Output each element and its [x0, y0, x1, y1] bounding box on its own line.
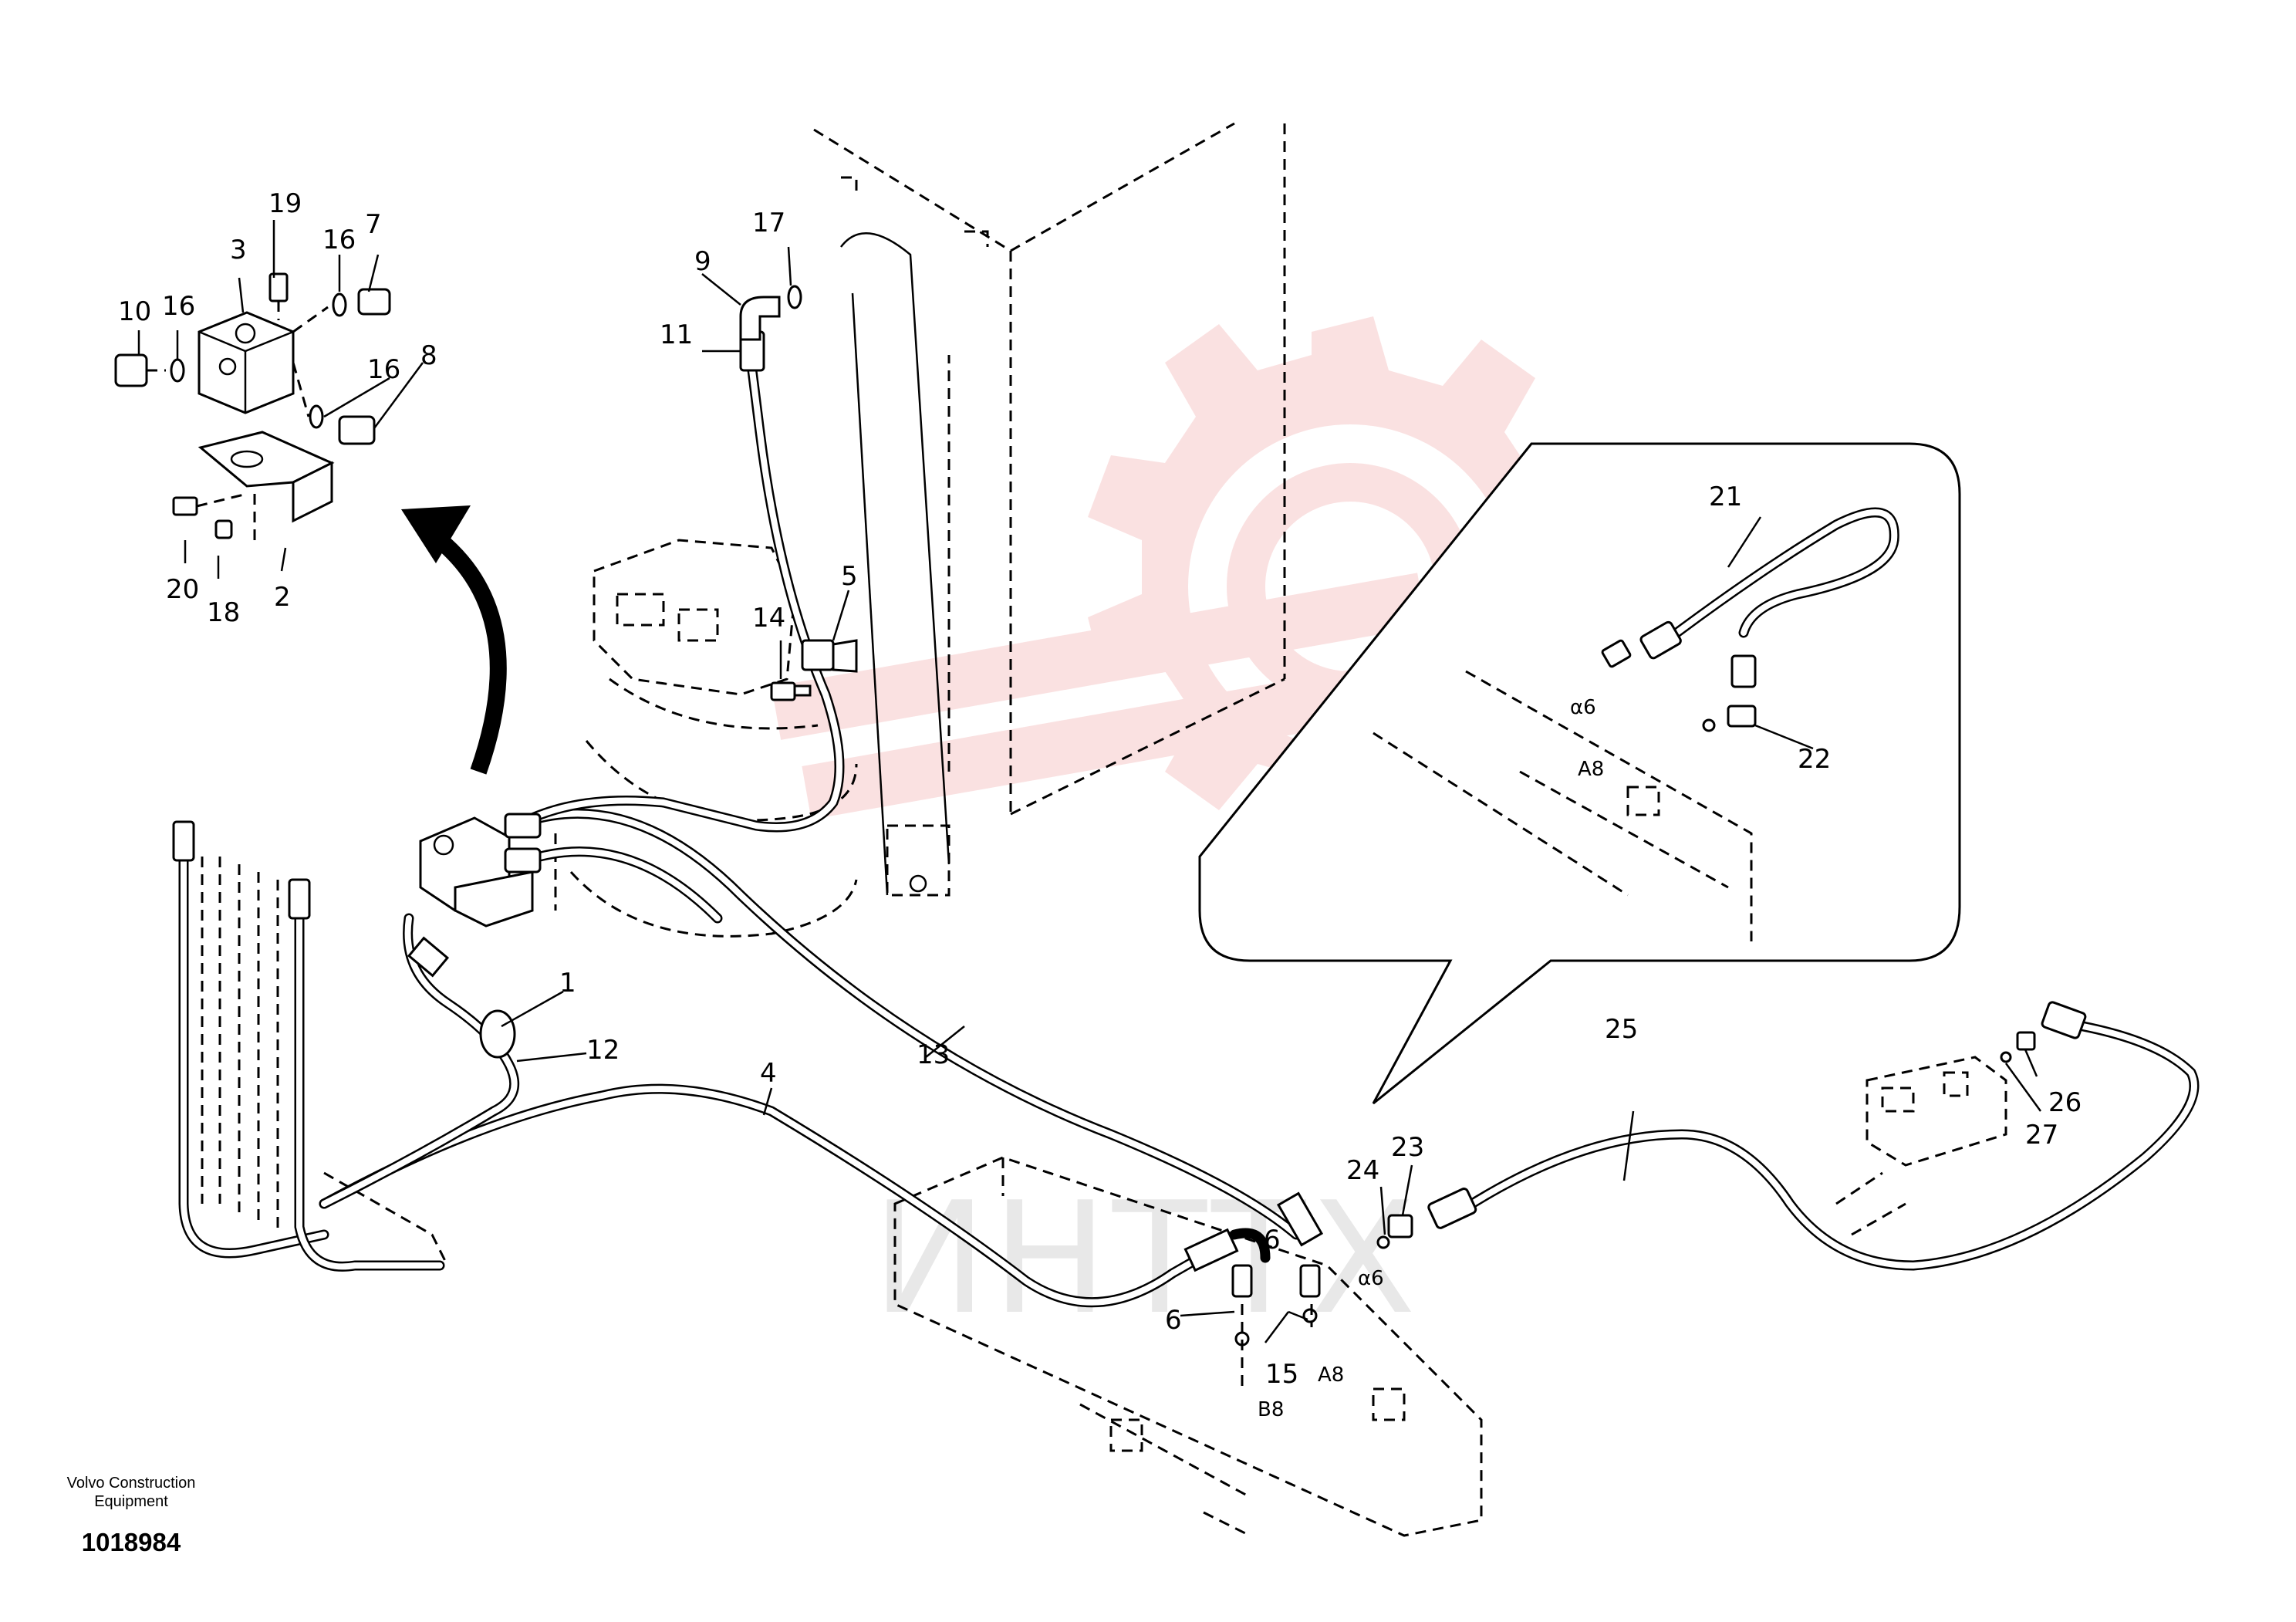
callout-21: 21 — [1709, 482, 1742, 512]
hose-25 — [1427, 1001, 2200, 1271]
callout-12: 12 — [586, 1035, 620, 1066]
callout-10: 10 — [118, 296, 151, 327]
callout-16-right: 16 — [367, 354, 400, 385]
bolt-14 — [770, 681, 812, 701]
callout-22: 22 — [1798, 744, 1831, 775]
callout-2: 2 — [274, 582, 291, 613]
port-label-a8-inset: A8 — [1578, 758, 1604, 781]
callout-4: 4 — [760, 1058, 777, 1089]
port-label-a6-inset: α6 — [1570, 696, 1596, 719]
callout-5: 5 — [841, 561, 858, 592]
right-valve-block — [1835, 1056, 2007, 1236]
port-label-a6-main: α6 — [1358, 1267, 1384, 1290]
callout-24: 24 — [1346, 1155, 1379, 1186]
valve-block-installed — [419, 813, 542, 928]
callout-16-top: 16 — [322, 225, 356, 255]
callout-1: 1 — [559, 968, 576, 999]
callout-labels: 19 3 16 7 10 16 16 8 20 18 2 17 9 11 5 1… — [118, 188, 2082, 1421]
callout-23: 23 — [1391, 1132, 1424, 1163]
watermark-text: ИНТТХ — [872, 1169, 1420, 1349]
cab-frame-outline — [813, 122, 1286, 897]
callout-6-left: 6 — [1165, 1305, 1182, 1336]
elbow-9 — [739, 285, 802, 341]
hose-4 — [319, 1083, 1271, 1308]
callout-11: 11 — [660, 319, 693, 350]
exploded-valve-assembly — [114, 272, 391, 540]
swing-motor-outline — [554, 539, 858, 938]
callout-7: 7 — [365, 209, 382, 240]
clamp-5 — [801, 639, 858, 673]
document-number: 1018984 — [81, 1528, 181, 1556]
hose-12 — [319, 913, 520, 1209]
port-label-a8-main: A8 — [1318, 1363, 1344, 1387]
leader-lines — [137, 220, 2042, 1343]
hose-11 — [527, 330, 845, 833]
callout-18: 18 — [207, 597, 240, 628]
hose-bundle-left — [172, 820, 449, 1272]
callout-20: 20 — [166, 574, 199, 605]
callout-17: 17 — [752, 208, 785, 238]
control-valve-outline — [893, 1156, 1483, 1537]
detail-inset — [1198, 442, 1961, 1105]
callout-13: 13 — [917, 1039, 950, 1070]
assembly-arrow — [401, 505, 507, 775]
callout-9: 9 — [694, 246, 711, 277]
callout-25: 25 — [1605, 1014, 1638, 1045]
callout-14: 14 — [752, 603, 785, 634]
manufacturer-line-2: Equipment — [94, 1493, 168, 1510]
port-label-b8-main: B8 — [1258, 1398, 1284, 1421]
valve-fittings — [1231, 1031, 2036, 1389]
callout-3: 3 — [230, 235, 247, 265]
callout-6-upper: 6 — [1264, 1225, 1281, 1255]
callout-16-left: 16 — [162, 291, 195, 322]
callout-26: 26 — [2048, 1087, 2082, 1118]
callout-8: 8 — [420, 340, 437, 371]
hose-13 — [535, 808, 1324, 1247]
callout-19: 19 — [268, 188, 302, 219]
manufacturer-line-1: Volvo Construction — [66, 1475, 196, 1492]
callout-15: 15 — [1265, 1359, 1298, 1390]
callout-27: 27 — [2025, 1120, 2058, 1151]
footer-block: Volvo Construction Equipment 1018984 — [0, 1474, 262, 1557]
